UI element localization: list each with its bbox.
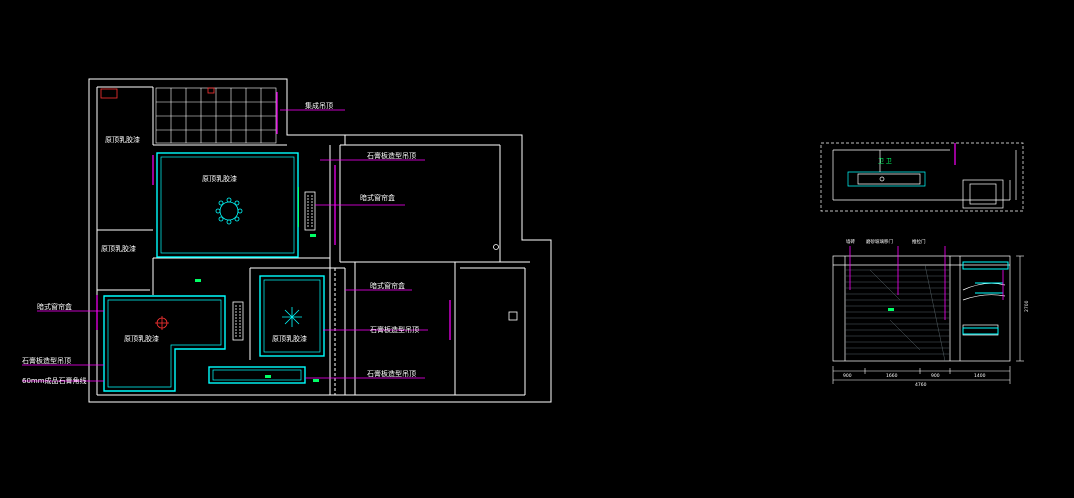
label-curtain-box-left: 暗式窗帘盒 xyxy=(37,302,72,311)
label-corner-molding: 60mm成品石膏角线 xyxy=(22,376,87,385)
label-curtain-box-2: 暗式窗帘盒 xyxy=(370,281,405,290)
gypsum-ceiling-outlines xyxy=(103,152,325,392)
tile-hatch xyxy=(845,264,950,362)
label-integrated-ceiling: 集成吊顶 xyxy=(305,101,333,110)
elevation-dimensions xyxy=(832,255,1024,384)
integrated-ceiling-grid xyxy=(155,87,277,144)
fixture-markers xyxy=(195,187,319,382)
room-label-upper-left: 原顶乳胶漆 xyxy=(105,135,140,144)
dim-1: 900 xyxy=(843,373,852,379)
label-gypsum-ceiling-1: 石膏板造型吊顶 xyxy=(367,151,416,160)
chandelier-icon xyxy=(215,197,243,225)
elevation-note-3: 推拉门 xyxy=(912,238,926,245)
dim-2: 1660 xyxy=(886,373,898,379)
dim-4: 1400 xyxy=(974,373,986,379)
room-label-left-mid: 原顶乳胶漆 xyxy=(101,244,136,253)
ceiling-plan xyxy=(88,78,552,403)
dim-3: 900 xyxy=(931,373,940,379)
star-lamp-icon xyxy=(282,307,302,327)
bathroom-section xyxy=(820,142,1024,212)
dim-height: 2700 xyxy=(1024,300,1030,312)
label-curtain-box-1: 暗式窗帘盒 xyxy=(360,193,395,202)
elevation-note-1: 墙砖 xyxy=(846,238,855,245)
label-gypsum-ceiling-left: 石膏板造型吊顶 xyxy=(22,356,71,365)
bathroom-section-label: 卫 卫 xyxy=(878,158,892,165)
room-label-bedroom: 原顶乳胶漆 xyxy=(124,334,159,343)
label-gypsum-ceiling-3: 石膏板造型吊顶 xyxy=(367,369,416,378)
dim-total: 4760 xyxy=(915,382,927,388)
red-fixture xyxy=(100,88,118,99)
annotation-leaders xyxy=(22,109,428,382)
curtain-boxes xyxy=(232,191,316,341)
label-gypsum-ceiling-2: 石膏板造型吊顶 xyxy=(370,325,419,334)
elevation-note-2: 磨砂玻璃移门 xyxy=(866,238,893,245)
outer-wall xyxy=(88,78,552,403)
window-segments xyxy=(96,92,956,340)
room-label-mid: 原顶乳胶漆 xyxy=(272,334,307,343)
wall-elevation xyxy=(832,255,1011,362)
room-label-living: 原顶乳胶漆 xyxy=(202,174,237,183)
ceiling-lamp-icon xyxy=(155,316,169,330)
elevation-accents xyxy=(962,261,1009,335)
